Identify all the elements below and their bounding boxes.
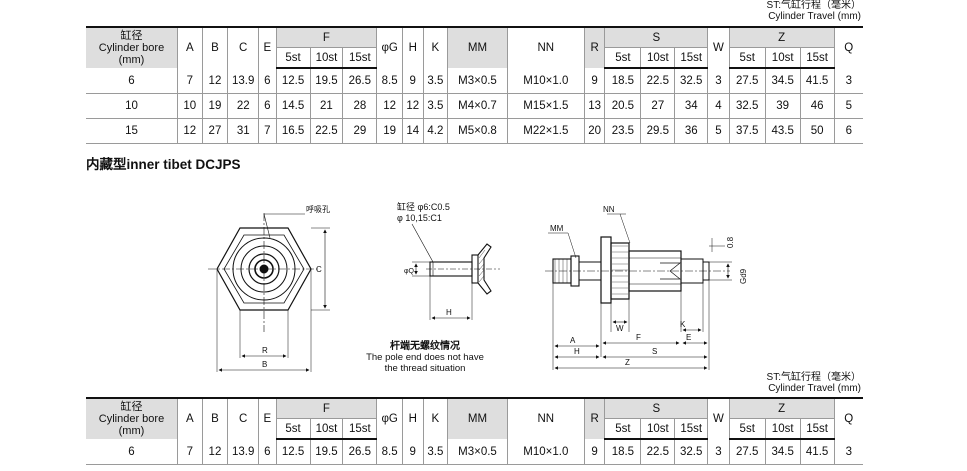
header-f-15st: 15st (342, 47, 377, 69)
travel-note-en: Cylinder Travel (mm) (768, 11, 861, 22)
header-bore: 缸径 Cylinder bore (mm) (86, 26, 178, 68)
header-z-15st: 15st (799, 47, 835, 69)
table-row: 15 12 27 31 7 16.5 22.5 29 19 14 4.2 M5×… (86, 118, 863, 144)
header-e: E (258, 26, 277, 68)
dim-mm-label: MM (550, 224, 564, 233)
header-a: A (176, 26, 203, 68)
header-bore-2: 缸径 Cylinder bore (mm) (86, 397, 178, 439)
dim-e-label: E (686, 333, 691, 342)
travel-note: ST:气缸行程（毫米） Cylinder Travel (mm) (767, 0, 861, 22)
header-z-5st: 5st (728, 47, 766, 69)
header-s: S (604, 26, 708, 48)
header-r: R (583, 26, 605, 68)
header-w: W (707, 26, 730, 68)
header-z: Z (728, 26, 835, 48)
dim-b-label: B (262, 360, 267, 369)
header-b: B (201, 26, 228, 68)
dim-c-label: C (316, 265, 322, 274)
header-h: H (401, 26, 424, 68)
dimension-table-2: 缸径 Cylinder bore (mm) A B C E F φG H K M… (86, 397, 863, 465)
dim-gd9-label: Gd9 (739, 268, 748, 284)
dim-k-label: K (680, 320, 686, 329)
rod-note-1: 缸径 φ6:C0.5 (397, 201, 450, 212)
dim-z-label: Z (625, 358, 630, 367)
header-z-10st: 10st (764, 47, 801, 69)
rod-end-caption: 杆端无螺纹情况 The pole end does not have the t… (366, 341, 484, 374)
section-title: 内藏型inner tibet DCJPS (86, 157, 241, 172)
header-f: F (275, 26, 377, 48)
table-row: 6 7 12 13.9 6 12.5 19.5 26.5 8.5 9 3.5 M… (86, 68, 863, 94)
dim-nn-label: NN (603, 205, 615, 214)
header-q: Q (833, 26, 863, 68)
dim-q-label: φQ (404, 268, 415, 275)
side-view: NN MM 0.8 Gd9 W K F E A (545, 205, 748, 370)
dimension-table: 缸径 Cylinder bore (mm) A B C E F φG H K M… (86, 26, 863, 144)
breather-label: 呼吸孔 (306, 204, 330, 214)
header-mm: MM (447, 26, 508, 68)
header-s-10st: 10st (640, 47, 675, 69)
dim-08-label: 0.8 (726, 236, 735, 248)
header-f-5st: 5st (275, 47, 310, 69)
dim-w-label: W (616, 324, 624, 333)
dim-h-label-side: H (574, 347, 580, 356)
front-view: 呼吸孔 C R B (208, 204, 330, 372)
dim-f-label: F (636, 333, 641, 342)
header-c: C (227, 26, 259, 68)
table-row: 6 7 12 13.9 6 12.5 19.5 26.5 8.5 9 3.5 M… (86, 439, 863, 465)
technical-drawing: 呼吸孔 C R B 缸径 φ6:C0.5 φ 10,15:C1 φQ (208, 201, 748, 372)
header-s-5st: 5st (604, 47, 641, 69)
dim-s-label: S (652, 347, 657, 356)
header-s-15st: 15st (674, 47, 708, 69)
dim-h-label-detail: H (446, 308, 452, 317)
rod-end-detail: 缸径 φ6:C0.5 φ 10,15:C1 φQ H (397, 201, 500, 320)
dim-a-label: A (570, 336, 576, 345)
header-nn: NN (506, 26, 585, 68)
header-f-10st: 10st (309, 47, 343, 69)
header-k: K (422, 26, 448, 68)
dim-r-label: R (262, 346, 268, 355)
rod-note-2: φ 10,15:C1 (397, 213, 442, 223)
header-g: φG (376, 26, 403, 68)
table-row: 10 10 19 22 6 14.5 21 28 12 12 3.5 M4×0.… (86, 93, 863, 119)
travel-note-2: ST:气缸行程（毫米） Cylinder Travel (mm) (766, 372, 861, 394)
travel-note-cn: ST:气缸行程（毫米） (766, 0, 861, 11)
